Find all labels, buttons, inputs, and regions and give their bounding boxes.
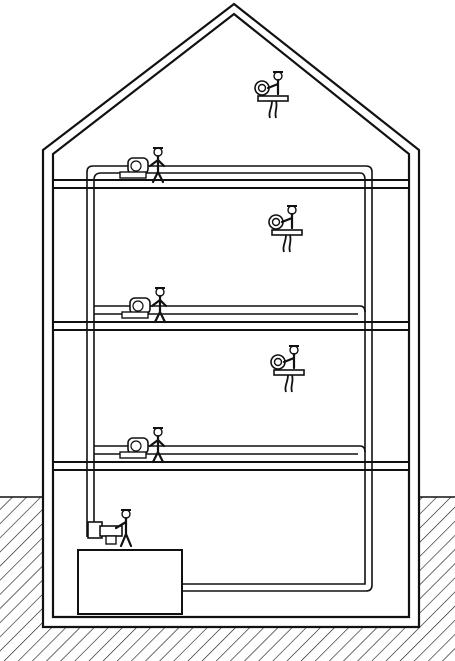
boiler-pump-unit — [87, 509, 133, 548]
boiler-block — [77, 549, 183, 615]
floor-slabs — [52, 179, 410, 471]
ground — [0, 496, 455, 661]
